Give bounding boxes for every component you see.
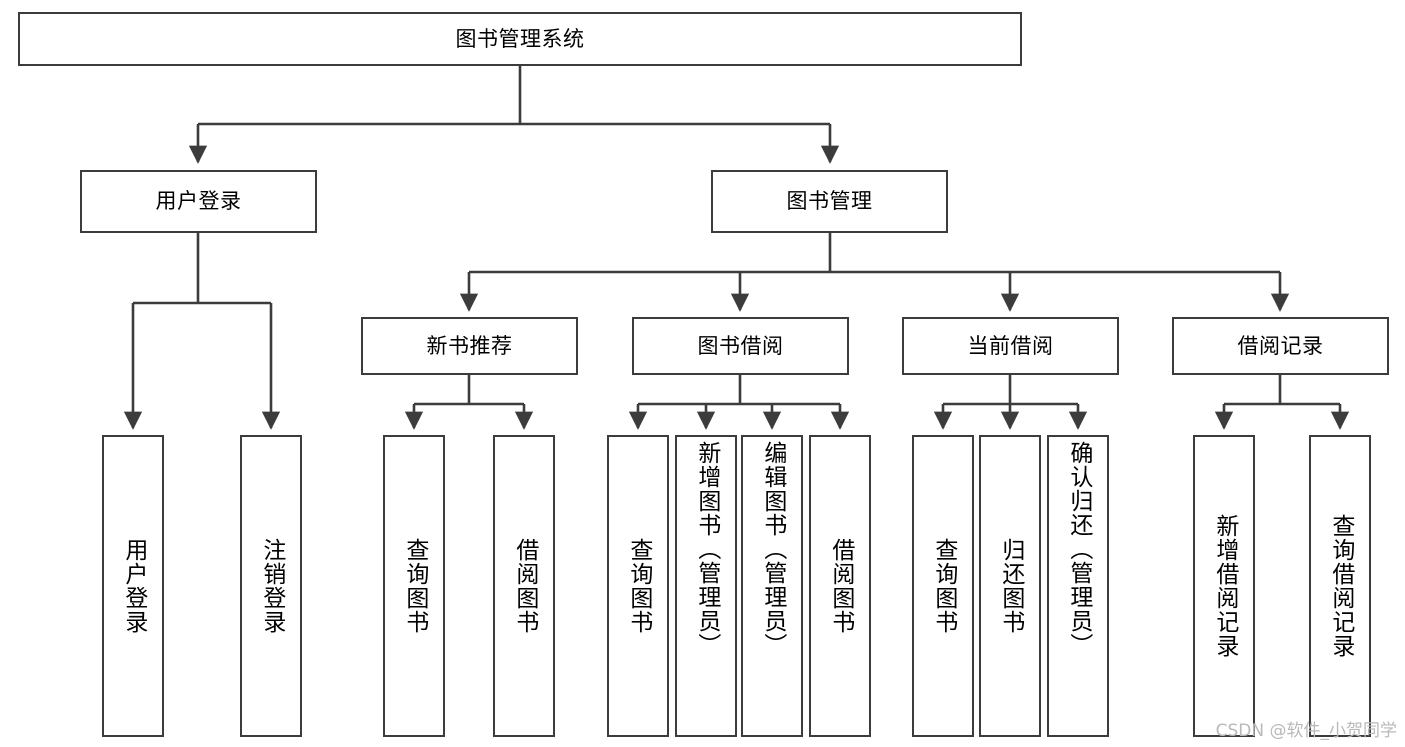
- node-leaf-query-borrow-record[interactable]: 查询借阅记录: [1309, 435, 1371, 737]
- node-leaf-add-borrow-record[interactable]: 新增借阅记录: [1193, 435, 1255, 737]
- node-label: 图书管理: [786, 189, 873, 214]
- node-label: 用户登录: [155, 189, 242, 214]
- node-leaf-query-book-recommend[interactable]: 查询图书: [383, 435, 445, 737]
- node-label: 查询图书: [625, 538, 652, 634]
- node-label: 新书推荐: [426, 333, 513, 358]
- node-current-borrow[interactable]: 当前借阅: [902, 317, 1119, 375]
- node-leaf-return-book[interactable]: 归还图书: [979, 435, 1041, 737]
- node-leaf-edit-book-admin[interactable]: 编辑图书（管理员）: [741, 435, 803, 737]
- node-new-book-recommend[interactable]: 新书推荐: [361, 317, 578, 375]
- node-book-borrow[interactable]: 图书借阅: [632, 317, 849, 375]
- node-leaf-user-login[interactable]: 用户登录: [102, 435, 164, 737]
- node-leaf-confirm-return-admin[interactable]: 确认归还（管理员）: [1047, 435, 1109, 737]
- node-leaf-add-book-admin[interactable]: 新增图书（管理员）: [675, 435, 737, 737]
- node-label: 查询图书: [401, 538, 428, 634]
- csdn-watermark: CSDN @软件_小贺同学: [1215, 721, 1397, 741]
- node-label: 归还图书: [997, 538, 1024, 634]
- node-label: 当前借阅: [967, 333, 1054, 358]
- node-label: 注销登录: [258, 538, 285, 634]
- node-label: 确认归还（管理员）: [1065, 441, 1092, 657]
- node-leaf-logout[interactable]: 注销登录: [240, 435, 302, 737]
- node-label: 用户登录: [120, 538, 147, 634]
- node-label: 借阅图书: [827, 538, 854, 634]
- node-user-login[interactable]: 用户登录: [80, 170, 317, 233]
- node-label: 编辑图书（管理员）: [759, 441, 786, 657]
- node-label: 借阅记录: [1237, 333, 1324, 358]
- node-label: 图书管理系统: [455, 26, 585, 51]
- node-leaf-borrow-book[interactable]: 借阅图书: [809, 435, 871, 737]
- node-label: 图书借阅: [697, 333, 784, 358]
- node-label: 新增图书（管理员）: [693, 441, 720, 657]
- node-book-management[interactable]: 图书管理: [711, 170, 948, 233]
- node-label: 借阅图书: [511, 538, 538, 634]
- node-label: 查询图书: [930, 538, 957, 634]
- node-leaf-query-book-current[interactable]: 查询图书: [912, 435, 974, 737]
- node-label: 新增借阅记录: [1211, 514, 1238, 658]
- node-leaf-borrow-book-recommend[interactable]: 借阅图书: [493, 435, 555, 737]
- node-leaf-query-book-borrow[interactable]: 查询图书: [607, 435, 669, 737]
- node-borrow-records[interactable]: 借阅记录: [1172, 317, 1389, 375]
- node-root-library-system[interactable]: 图书管理系统: [18, 12, 1022, 66]
- node-label: 查询借阅记录: [1327, 514, 1354, 658]
